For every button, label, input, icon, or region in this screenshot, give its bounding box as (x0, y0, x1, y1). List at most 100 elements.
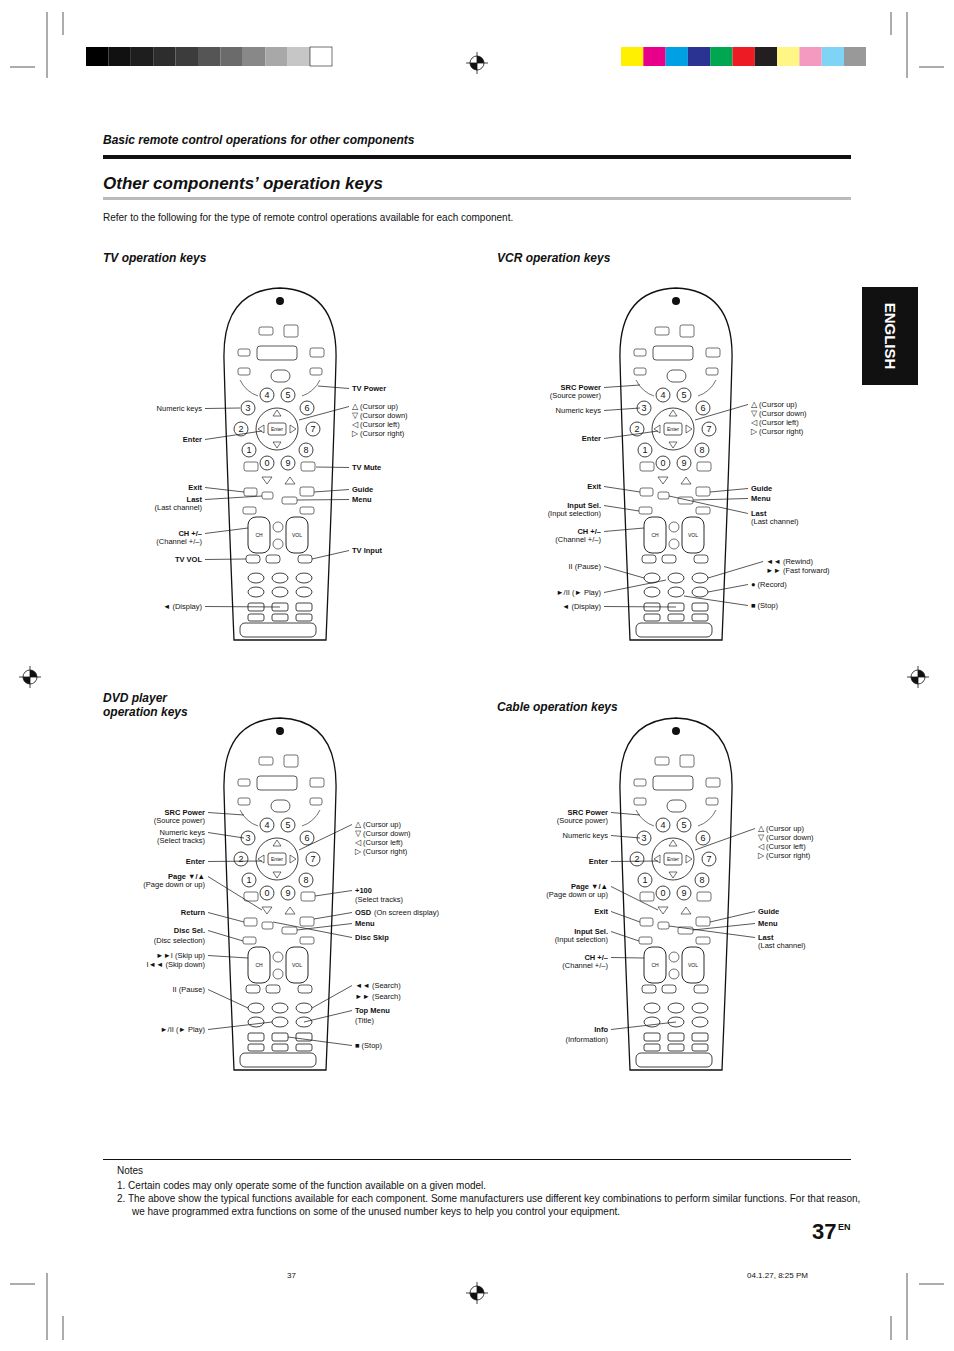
key-label: 2 (238, 424, 243, 434)
key-label: 3 (641, 403, 646, 413)
leader-line (314, 913, 352, 920)
callout-note: Numeric keys (160, 828, 205, 837)
callout-note: ◄◄ (Search) (355, 981, 401, 990)
callout-note: ● (Record) (751, 580, 787, 589)
callout-label: Menu (355, 919, 375, 928)
callout-note: (Source power) (557, 816, 608, 825)
key-label: Enter (271, 426, 283, 432)
callout-label: Exit (594, 907, 608, 916)
key-label: 1 (246, 445, 251, 455)
leader-line (611, 1022, 676, 1030)
callout-label: Menu (352, 495, 372, 504)
page-title: Other components’ operation keys (103, 174, 383, 194)
callout-label: Guide (758, 907, 779, 916)
key-label: 7 (310, 854, 315, 864)
leader-line (312, 986, 352, 1009)
leader-line (611, 836, 640, 839)
leader-line (611, 813, 640, 816)
callout-note: △ (Cursor up) (355, 820, 401, 829)
callout-label: Last (758, 933, 773, 942)
key-label: 3 (245, 833, 250, 843)
key-label: 1 (642, 445, 647, 455)
leader-line (208, 1022, 272, 1030)
key-label: 0 (660, 888, 665, 898)
footer-text: 04.1.27, 8:25 PM (747, 1271, 808, 1280)
key-label: 8 (303, 875, 308, 885)
callout-note: (Channel +/–) (555, 535, 601, 544)
callout-note: ◄ (Display) (562, 602, 601, 611)
leader-line (604, 580, 666, 593)
drawing-use (466, 1282, 488, 1304)
drawing-rect (288, 47, 310, 66)
drawing-rect (799, 47, 821, 66)
body-text: Notes (117, 1165, 143, 1176)
key-label: VOL (292, 532, 302, 538)
grey-bar (86, 47, 332, 66)
callout-note: ▷ (Cursor right) (751, 427, 803, 436)
language-tab: ENGLISH (862, 287, 918, 385)
callout-label: Enter (582, 434, 601, 443)
callout-label: CH +/– (178, 529, 202, 538)
leader-line (604, 567, 644, 579)
callout-note: Numeric keys (556, 406, 601, 415)
key-label: 6 (304, 403, 309, 413)
callout-label: Page ▼/▲ (571, 882, 608, 891)
callout-note: II (Pause) (172, 985, 205, 994)
callout-note: ►/II (► Play) (556, 588, 601, 597)
callout-note: ▷ (Cursor right) (355, 847, 407, 856)
leader-line (304, 1011, 352, 1023)
callout-label: Menu (751, 494, 771, 503)
callout-note: (Page down or up) (546, 890, 608, 899)
leader-line (604, 408, 640, 411)
leader-line (695, 829, 755, 851)
note-text: 1. Certain codes may only operate some o… (117, 1179, 868, 1192)
callout-label: Info (594, 1025, 608, 1034)
leader-line (604, 606, 676, 608)
callout-label: Exit (587, 482, 601, 491)
callout-label: Guide (352, 485, 373, 494)
drawing-rect (310, 47, 332, 66)
drawing-rect (733, 47, 755, 66)
key-label: 8 (303, 445, 308, 455)
leader-line (205, 408, 240, 410)
callout-note: (Channel +/–) (156, 537, 202, 546)
drawing-rect (666, 47, 688, 66)
drawing-rect (108, 47, 130, 66)
leader-line (693, 924, 755, 931)
key-label: 8 (699, 445, 704, 455)
callout-label: +100 (355, 886, 372, 895)
subsection-heading: TV operation keys (103, 251, 206, 265)
callout-note: (Channel +/–) (562, 961, 608, 970)
callout-note: △ (Cursor up) (758, 824, 804, 833)
leader-line (208, 833, 244, 839)
callout-note: (Title) (355, 1016, 374, 1025)
header-rule (103, 155, 851, 159)
subsection-heading: DVD player operation keys (103, 691, 199, 719)
callout-label: SRC Power (568, 808, 608, 817)
drawing-rect (643, 47, 665, 66)
color-bar (621, 47, 866, 66)
key-label: CH (651, 532, 658, 538)
callout-note: ▽ (Cursor down) (355, 829, 411, 838)
drawing-rect (710, 47, 732, 66)
callout-note: △ (Cursor up) (352, 402, 398, 411)
callout-note: ▷ (Cursor right) (758, 851, 810, 860)
key-label: 0 (264, 888, 269, 898)
leader-line (312, 551, 349, 560)
key-label: 4 (660, 820, 665, 830)
drawing-path (10, 12, 944, 1340)
callout-note: ►► (Search) (355, 992, 401, 1001)
key-label: 2 (634, 424, 639, 434)
note-text: 2. The above show the typical functions … (117, 1192, 868, 1218)
leader-line (208, 861, 262, 863)
leader-line (288, 1037, 352, 1046)
callout-note: (Last channel) (154, 503, 202, 512)
drawing-use (907, 666, 929, 688)
leader-line (604, 528, 644, 532)
drawing-rect (198, 47, 220, 66)
leader-line (669, 926, 755, 938)
key-label: 6 (304, 833, 309, 843)
key-label: 3 (245, 403, 250, 413)
key-label: 5 (681, 390, 686, 400)
